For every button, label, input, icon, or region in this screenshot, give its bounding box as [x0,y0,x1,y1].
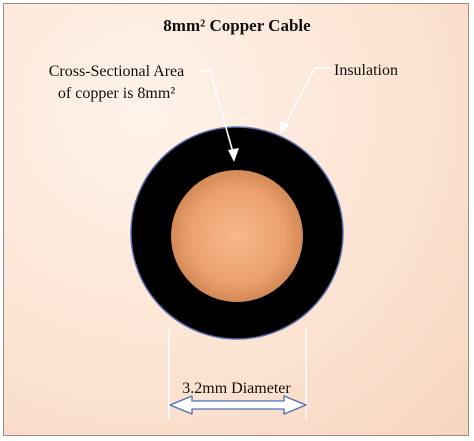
cable-diagram [130,67,344,419]
cross-section-label-line-2: of copper is 8mm² [57,85,176,102]
diagram-panel: 8mm² Copper Cable Cross-Sectional Area o… [3,3,469,436]
diameter-label: 3.2mm Diameter [182,380,291,397]
insulation-pointer-arrowhead [280,121,290,134]
cross-section-label-line-1: Cross-Sectional Area [48,63,185,80]
diagram-title: 8mm² Copper Cable [163,16,311,35]
cross-section-pointer-arrowhead [228,148,239,162]
cross-section-label: Cross-Sectional Area of copper is 8mm² [34,61,199,105]
insulation-pointer-line [282,67,331,129]
copper-core [171,170,303,302]
insulation-label: Insulation [334,62,398,79]
cross-section-pointer-line [200,70,235,157]
diameter-arrow [169,395,307,415]
